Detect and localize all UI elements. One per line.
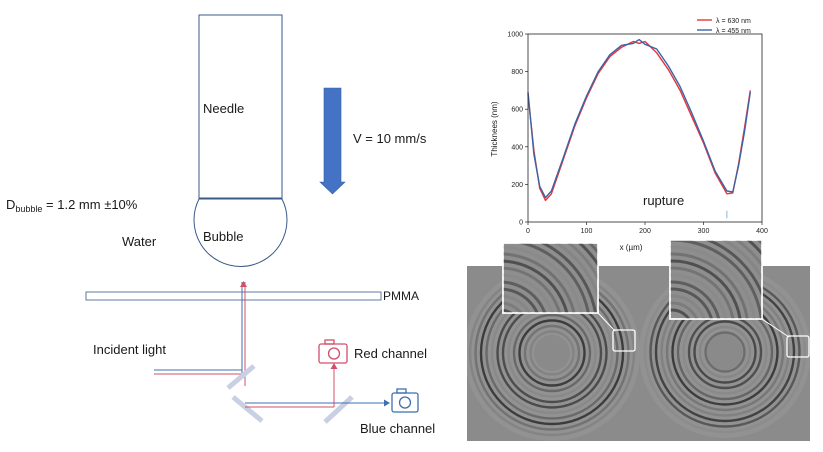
y-tick-label: 200 — [511, 182, 523, 189]
y-tick-label: 400 — [511, 144, 523, 151]
thickness-chart: 0 100 200 300 400 0 200 400 600 800 1000 x (µm) Th… — [490, 18, 768, 252]
zoom-right-arc — [670, 245, 756, 319]
bubble-right-core — [707, 334, 743, 370]
diameter-value: = 1.2 mm ±10% — [42, 197, 137, 212]
bubble-diameter-label: Dbubble = 1.2 mm ±10% — [6, 197, 138, 214]
zoom-box-left — [612, 329, 636, 352]
blue-channel-label: Blue channel — [360, 421, 435, 436]
legend-label-455: λ = 455 nm — [716, 28, 751, 35]
pmma-label: PMMA — [383, 289, 419, 303]
y-tick-label: 600 — [511, 107, 523, 114]
bubble-left-fringe — [512, 313, 592, 393]
bubble-left-core — [534, 335, 570, 371]
red-beam-arrowhead-icon — [330, 363, 338, 369]
zoom-inset-right — [669, 239, 763, 320]
series-line-0 — [527, 40, 751, 202]
red-channel-label: Red channel — [354, 346, 427, 361]
zoom-right-arc — [670, 280, 721, 319]
water-label: Water — [122, 234, 157, 249]
blue-beam-arrowhead-icon — [384, 399, 390, 407]
zoom-leader-left — [597, 312, 616, 332]
zoom-right-arc — [670, 287, 714, 319]
rupture-annotation: rupture — [643, 193, 684, 208]
x-axis-label: x (µm) — [620, 243, 643, 252]
beam-splitter-lower — [231, 395, 264, 423]
bubble-right-fringe — [693, 320, 757, 384]
y-axis-label: Thicknees (nm) — [490, 101, 499, 156]
camera-icon-red — [318, 339, 348, 364]
incident-light-label: Incident light — [93, 342, 166, 357]
x-tick-label: 100 — [581, 228, 593, 235]
y-tick-label: 0 — [519, 220, 523, 227]
y-tick-label: 1000 — [507, 32, 523, 39]
bubble-left-fringe — [529, 330, 575, 376]
zoom-right-arc — [670, 266, 735, 319]
zoom-right-arc — [670, 301, 699, 319]
bubble-right-fringe — [704, 331, 746, 373]
zoom-right-arc — [670, 294, 706, 319]
zoom-right-arc — [670, 259, 742, 319]
x-tick-label: 400 — [756, 228, 768, 235]
zoom-leader-right — [761, 318, 790, 338]
zoom-right-arc — [670, 273, 728, 319]
needle-label: Needle — [203, 101, 244, 116]
needle — [198, 14, 283, 199]
bubble-label: Bubble — [203, 229, 243, 244]
beam-arrowhead-icon — [240, 281, 247, 287]
series-line-1 — [527, 38, 751, 199]
x-tick-label: 0 — [526, 228, 530, 235]
diameter-subscript: bubble — [15, 204, 42, 214]
bubble-left-fringe — [523, 324, 581, 382]
y-tick-label: 800 — [511, 69, 523, 76]
dichroic-mirror — [323, 395, 354, 424]
velocity-label: V = 10 mm/s — [353, 131, 427, 146]
x-tick-label: 200 — [639, 228, 651, 235]
diameter-symbol: D — [6, 197, 15, 212]
setup-diagram: Needle Bubble Water Dbubble = 1.2 mm ±10… — [6, 14, 435, 436]
pmma-plate — [85, 291, 382, 301]
zoom-right-arc — [670, 252, 749, 319]
bubble-left-fringe — [518, 319, 586, 387]
zoom-box-right — [786, 335, 810, 358]
chart-legend: λ = 630 nm λ = 455 nm — [697, 18, 751, 35]
beam-splitter-upper — [226, 364, 256, 390]
zoom-inset-left — [502, 242, 599, 314]
interference-photo — [467, 239, 810, 441]
camera-icon-blue — [391, 388, 419, 413]
bubble-right-fringe — [698, 325, 752, 379]
zoom-right-arc — [670, 308, 691, 319]
x-tick-label: 300 — [698, 228, 710, 235]
legend-label-630: λ = 630 nm — [716, 18, 751, 25]
bubble — [193, 198, 288, 267]
velocity-arrow-icon — [319, 87, 346, 195]
